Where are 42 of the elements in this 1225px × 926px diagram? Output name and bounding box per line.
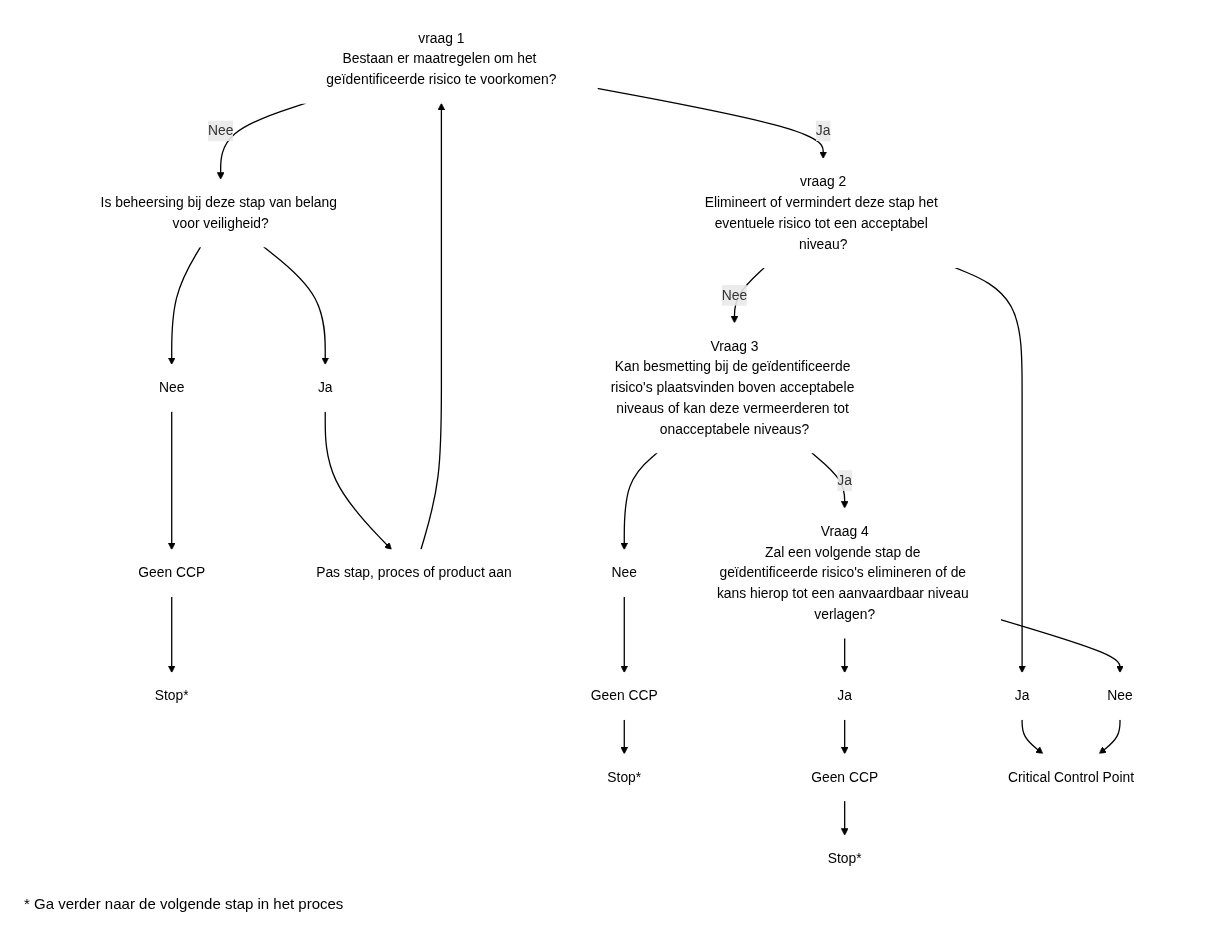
arrow [620,595,629,673]
node-text: Ja [317,380,333,395]
arrow [167,246,202,365]
arrow [840,800,849,836]
edge-label: Nee [207,123,234,138]
node-text: Geen CCP [138,565,206,581]
footnote: * Ga verder naar de volgende stap in het proces [24,895,345,912]
node-text: Ja [1014,688,1030,703]
arrow [620,718,629,755]
node-text: Vraag 4 Zal een volgende stap de geïdentificeerde risico's elimineren of de kans hierop tot een aanvaardbaar niveau verlagen? [716,523,969,622]
node-text: Nee [1107,688,1133,703]
node-text: Stop* [607,769,642,785]
node-text: Nee [611,565,637,581]
arrow [167,595,176,673]
arrow [420,102,446,551]
arrow [596,87,827,159]
node-text: Stop* [827,850,862,866]
arrow [167,410,176,551]
arrow [1098,718,1121,755]
node-text: Vraag 3 Kan besmetting bij de geïdentificeerde risico's plaatsvinden boven acceptabele niveaus of kan deze vermeerderen tot onacceptabele niveaus? [610,338,855,437]
node-text: Pas stap, proces of product aan [316,565,512,581]
edge-label: Ja [837,472,852,488]
node-text: vraag 2 Elimineert of vermindert deze stap het eventuele risico tot een acceptabel niveau? [704,174,938,252]
node-text: Stop* [154,688,189,703]
node-text: Geen CCP [811,769,879,785]
arrow [999,619,1124,673]
arrow [620,452,658,551]
arrow [262,246,330,365]
arrow [1021,718,1044,755]
node-text: Nee [159,380,185,395]
edge-label: Nee [721,287,748,303]
arrow [954,267,1026,673]
node-text: vraag 1 Bestaan er maatregelen om het geïdentificeerde risico te voorkomen? [326,30,557,87]
node-text: Geen CCP [590,688,658,703]
node-text: Critical Control Point [1007,769,1135,785]
arrow [811,452,849,509]
arrow [324,410,392,551]
node-text: Is beheersing bij deze stap van belang voor veiligheid? [100,194,337,231]
edge-label: Ja [815,123,831,138]
arrow [840,637,849,673]
arrow [840,718,849,755]
node-text: Ja [837,688,852,703]
